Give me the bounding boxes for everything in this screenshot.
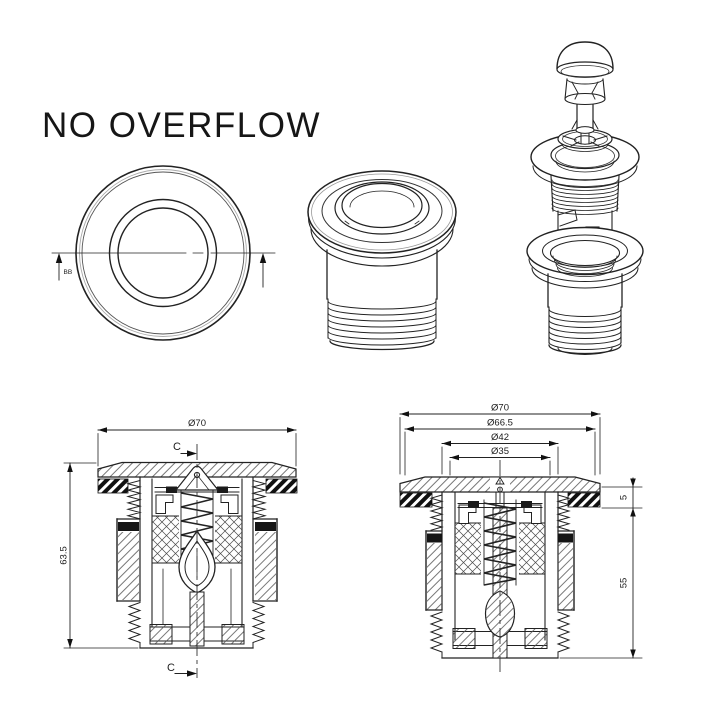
exploded-view [526, 41, 644, 355]
datum-arrow-right [259, 253, 267, 288]
section-view-left: Ø70 63.5 C C [59, 418, 298, 678]
dim-depth-55: 55 [619, 578, 636, 658]
dim-label-deck: 5 [619, 495, 630, 500]
body-sides [326, 249, 438, 300]
dim-label-dia35: Ø35 [491, 446, 509, 457]
thread-zigzag [126, 479, 142, 520]
push-button [341, 182, 423, 229]
dim-label-height: 63.5 [59, 546, 70, 565]
deck-hatch-left [97, 478, 129, 494]
dim-dia35: Ø35 [449, 446, 551, 476]
dim-label-dia42: Ø42 [491, 432, 509, 443]
dim-label-dia70: Ø70 [188, 418, 206, 429]
deck-hatch-right [567, 492, 601, 508]
spring-coil [483, 502, 517, 586]
datum-label: BB [64, 269, 73, 276]
section-view-right: Ø70 Ø66.5 Ø42 Ø35 5 [399, 403, 643, 672]
seal-washer-right [558, 533, 573, 543]
section-label-top: C [173, 441, 181, 453]
seal-washer-left [118, 522, 139, 531]
section-mark-bottom: C [167, 662, 197, 677]
thread-lines [327, 298, 437, 351]
dim-dia42: Ø42 [441, 432, 559, 475]
section-label-bottom: C [167, 662, 175, 674]
dim-label-dia66-5: Ø66.5 [487, 418, 513, 429]
dim-label-depth: 55 [619, 578, 630, 589]
page-title: NO OVERFLOW [42, 106, 321, 145]
dim-dia66-5: Ø66.5 [404, 418, 596, 476]
top-view: BB [51, 165, 276, 341]
dim-dia70-left: Ø70 [97, 418, 297, 467]
exploded-lower-body [526, 226, 644, 355]
dim-label-dia70: Ø70 [491, 403, 509, 414]
isometric-view [307, 170, 457, 351]
datum-arrow-left: BB [55, 253, 73, 281]
deck-hatch-left [399, 492, 433, 508]
thread-zigzag [429, 494, 444, 531]
seal-washer-right [255, 522, 276, 531]
dim-height-63-5: 63.5 [59, 462, 139, 649]
deck-hatch-right [265, 478, 298, 494]
seal-washer-left [427, 533, 442, 543]
section-mark-top: C [173, 441, 197, 457]
dim-dia70-right: Ø70 [399, 403, 601, 475]
dim-deck-thickness-5: 5 [559, 477, 643, 659]
exploded-push-cap [556, 41, 614, 106]
